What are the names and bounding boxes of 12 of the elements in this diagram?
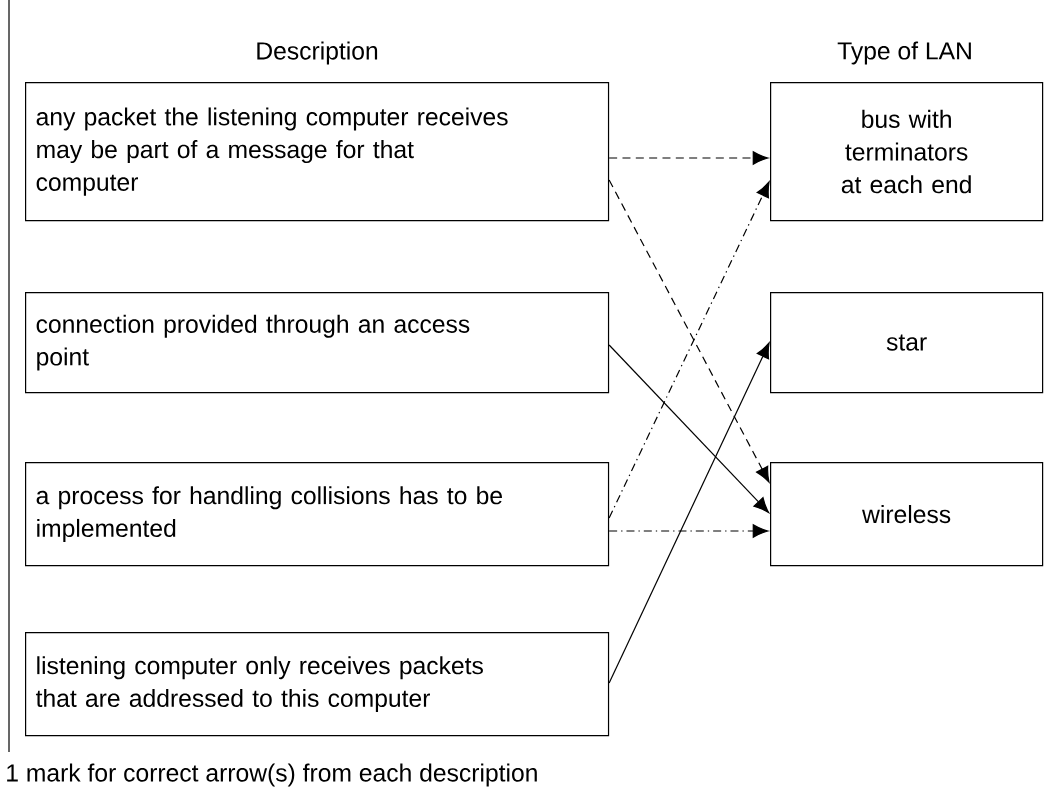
arrow <box>608 524 769 538</box>
description-box: a process for handling collisions has to be implemented <box>25 462 610 567</box>
lan-type-box: bus with terminators at each end <box>770 82 1044 222</box>
lan-type-box: wireless <box>770 462 1044 567</box>
lan-type-box: star <box>770 292 1044 394</box>
arrow <box>608 151 769 165</box>
arrow <box>608 342 770 684</box>
description-box: listening computer only receives packets that are addressed to this computer <box>25 632 610 737</box>
description-box: connection provided through an access point <box>25 292 610 394</box>
arrow <box>608 344 770 513</box>
description-box: any packet the listening computer receives may be part of a message for that computer <box>25 82 610 222</box>
mark-note: 1 mark for correct arrow(s) from each description <box>7 763 537 787</box>
